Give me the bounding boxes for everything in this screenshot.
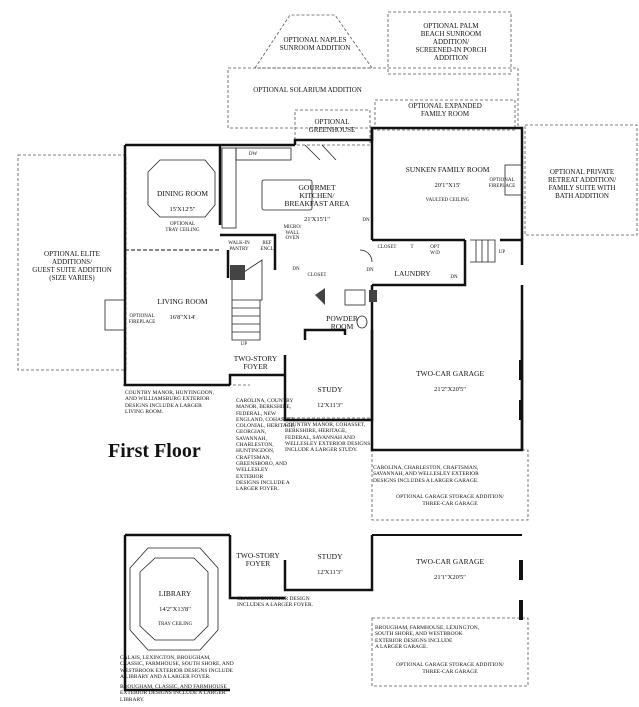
palm-beach-outline xyxy=(387,11,512,75)
garage2-name: TWO-CAR GARAGE xyxy=(415,557,485,566)
laundry-label: LAUNDRY xyxy=(394,269,431,278)
study2-name: STUDY xyxy=(317,552,343,561)
dining-room-name: DINING ROOM xyxy=(156,189,209,198)
retreat-outline xyxy=(524,124,638,236)
library-dim: 14'2"X13'8" xyxy=(159,606,191,613)
study-label: STUDY 12'X11'3" xyxy=(295,378,365,418)
dining-room-sub: OPTIONAL TRAY CEILING xyxy=(165,222,200,233)
family-room-name: SUNKEN FAMILY ROOM xyxy=(405,165,490,174)
dn-label-3: DN xyxy=(366,268,374,273)
up-label-2: UP xyxy=(498,250,506,255)
column xyxy=(369,290,377,302)
stairs-garage xyxy=(470,239,496,263)
study-walls xyxy=(283,330,374,422)
walkin-pantry-label: WALK-IN PANTRY xyxy=(228,241,250,252)
up-label-1: UP xyxy=(240,342,248,347)
closet-fill-2 xyxy=(315,288,325,305)
note-garage: CAROLINA, CHARLESTON, CRAFTSMAN, SAVANNA… xyxy=(373,465,479,484)
kitchen-dim: 21'X15'1" xyxy=(304,216,330,223)
living-room-name: LIVING ROOM xyxy=(157,297,208,306)
expanded-family-label: OPTIONAL EXPANDED FAMILY ROOM xyxy=(408,102,482,118)
note-living-room: COUNTRY MANOR, HUNTINGDON, AND WILLIAMSB… xyxy=(125,390,215,415)
dining-room-label: DINING ROOM 15'X12'5" OPTIONAL TRAY CEIL… xyxy=(140,182,225,241)
floor-title: First Floor xyxy=(108,440,201,462)
study-dim: 12'X11'3" xyxy=(317,402,343,409)
palm-beach-label: OPTIONAL PALM BEACH SUNROOM ADDITION/ SC… xyxy=(415,22,487,62)
note-garage-2: BROUGHAM, FARMHOUSE, LEXINGTON, SOUTH SH… xyxy=(375,625,480,650)
walls xyxy=(123,126,524,692)
pantry-walls xyxy=(220,233,277,270)
powder-wall xyxy=(303,328,347,340)
note-foyer: CAROLINA, COUNTRY MANOR, BERKSHIRE, FEDE… xyxy=(236,398,296,493)
wd-label: OPT W/D xyxy=(430,245,440,256)
retreat-label: OPTIONAL PRIVATE RETREAT ADDITION/ FAMIL… xyxy=(547,168,617,200)
living-room-dim: 16'8"X14' xyxy=(169,314,196,321)
study2-walls xyxy=(283,535,374,592)
micro-oven-label: MICRO/ WALL OVEN xyxy=(283,225,302,241)
greenhouse-label: OPTIONAL GREENHOUSE xyxy=(308,118,356,134)
study2-label: STUDY 12'X11'3" xyxy=(295,545,365,585)
library-outer xyxy=(123,535,230,692)
living-fireplace xyxy=(104,299,126,331)
dn-label-4: DN xyxy=(450,275,458,280)
garage-name: TWO-CAR GARAGE xyxy=(415,369,485,378)
library-tray xyxy=(139,557,209,641)
study-name: STUDY xyxy=(317,385,343,394)
garage2-label: TWO-CAR GARAGE 21'1"X20'5" xyxy=(400,550,500,590)
fireplace-label-living: OPTIONAL FIREPLACE xyxy=(128,314,156,325)
library-name: LIBRARY xyxy=(158,589,192,598)
garage2-dim: 21'1"X20'5" xyxy=(434,574,466,581)
laundry-wall xyxy=(372,240,467,287)
foyer2-label: TWO-STORY FOYER xyxy=(236,551,280,568)
garage-storage-outline-2 xyxy=(371,617,529,687)
kitchen-name: GOURMET KITCHEN/ BREAKFAST AREA xyxy=(284,183,350,208)
dining-room-dim: 15'X12'5" xyxy=(169,206,196,213)
living-room-label: LIVING ROOM 16'8"X14' xyxy=(140,290,225,330)
family-fireplace xyxy=(504,164,523,196)
garage-door-marks xyxy=(519,360,523,620)
note-study: COUNTRY MANOR, COHASSET, BERKSHIRE, HERI… xyxy=(285,422,371,454)
garage-dim: 21'2"X20'5" xyxy=(434,386,466,393)
solarium-outline xyxy=(227,67,519,129)
details xyxy=(104,144,523,651)
elite-label: OPTIONAL ELITE ADDITIONS/ GUEST SUITE AD… xyxy=(32,250,112,282)
expanded-family-outline xyxy=(374,99,516,131)
family-room-sub: VAULTED CEILING xyxy=(425,198,470,203)
dw-label: DW xyxy=(248,152,258,157)
powder-room-label: POWDER ROOM xyxy=(326,314,358,331)
foyer-label: TWO-STORY FOYER xyxy=(233,354,278,371)
dn-label-1: DN xyxy=(362,218,370,223)
filled-elements xyxy=(230,265,377,305)
garage-storage-outline xyxy=(371,449,529,521)
naples-label: OPTIONAL NAPLES SUNROOM ADDITION xyxy=(279,36,351,52)
kitchen-label: GOURMET KITCHEN/ BREAKFAST AREA 21'X15'1… xyxy=(272,176,362,232)
garage-storage-label-2: OPTIONAL GARAGE STORAGE ADDITION/ THREE-… xyxy=(396,662,504,675)
note-library-2: BROUGHAM, CLASSIC, AND FARMHOUSE EXTERIO… xyxy=(120,684,227,703)
note-classic-foyer: CLASSIC EXTERIOR DESIGN INCLUDES A LARGE… xyxy=(237,596,314,609)
garage-label: TWO-CAR GARAGE 21'2"X20'5" xyxy=(400,362,500,402)
closet-fill xyxy=(230,265,245,280)
ref-encl-label: REF ENCL xyxy=(260,241,274,252)
solarium-label: OPTIONAL SOLARIUM ADDITION xyxy=(253,86,362,94)
stairs-main xyxy=(231,300,261,341)
garage-storage-label: OPTIONAL GARAGE STORAGE ADDITION/ THREE-… xyxy=(396,494,504,507)
greenhouse-outline xyxy=(294,109,371,146)
dining-tray-ceiling xyxy=(147,159,216,218)
family-room-label: SUNKEN FAMILY ROOM 20'1"X15' VAULTED CEI… xyxy=(395,158,500,212)
library-sub: TRAY CEILING xyxy=(157,622,193,627)
note-library: CALAIS, LEXINGTON, BROUGHAM, CLASSIC, FA… xyxy=(120,655,234,680)
living-left-wall xyxy=(123,145,230,387)
library-label: LIBRARY 14'2"X13'8" TRAY CEILING xyxy=(140,582,210,636)
closet-label-2: CLOSET xyxy=(307,273,327,278)
family-room-dim: 20'1"X15' xyxy=(434,182,461,189)
closet-label-1: CLOSET xyxy=(377,245,397,250)
kitchen-island xyxy=(261,179,313,211)
fireplace-label-family: OPTIONAL FIREPLACE xyxy=(488,178,516,189)
study2-dim: 12'X11'3" xyxy=(317,569,343,576)
t-label: T xyxy=(410,245,414,250)
library-octagon xyxy=(129,547,219,651)
dn-label-2: DN xyxy=(292,267,300,272)
